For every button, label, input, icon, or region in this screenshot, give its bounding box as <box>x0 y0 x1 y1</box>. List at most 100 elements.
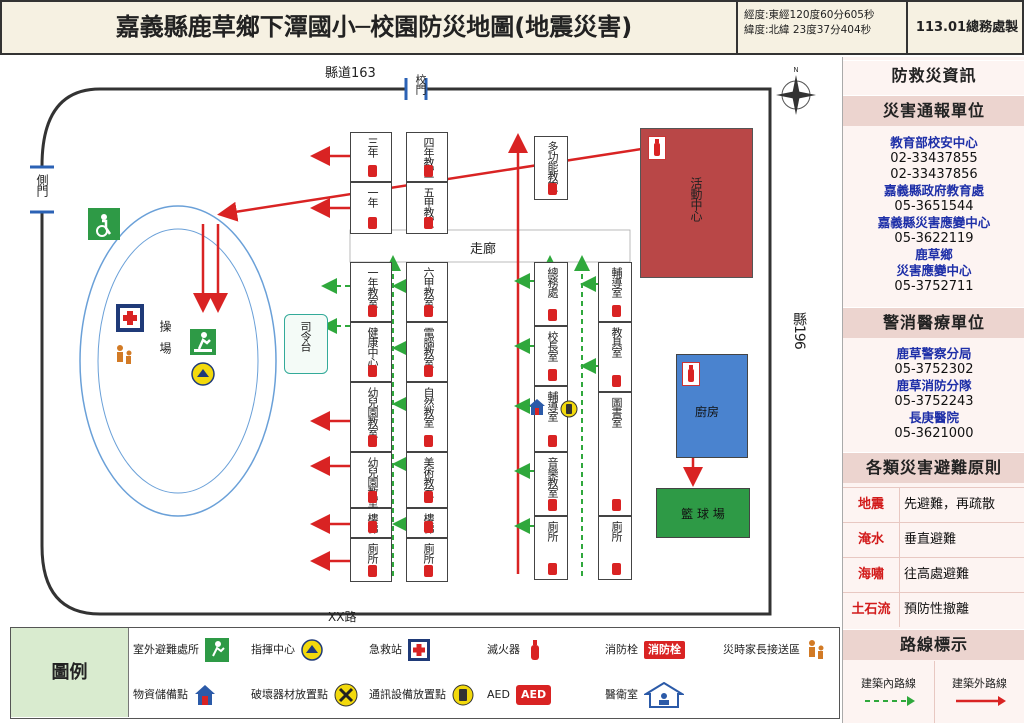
legend-title: 圖例 <box>11 628 129 717</box>
parent-pickup-icon <box>806 639 826 661</box>
classroom-label: 輔導室 <box>610 267 623 297</box>
contact-line: 05-3752302 <box>894 362 974 377</box>
classroom-label: 校長室 <box>546 331 559 361</box>
legend-item-label: AED <box>487 688 510 701</box>
classroom-label: 廁所 <box>366 543 379 563</box>
classroom: 美術教室 <box>406 452 448 508</box>
classroom: 幼兒園教室 <box>350 452 392 508</box>
legend-item-label: 破壞器材放置點 <box>251 688 328 701</box>
contact-line: 05-3752243 <box>894 394 974 409</box>
report-units-heading: 災害通報單位 <box>843 95 1024 126</box>
legend-item-label: 急救站 <box>369 643 402 656</box>
principle-row: 土石流預防性撤離 <box>843 592 1024 627</box>
fire-extinguisher-icon <box>424 305 433 317</box>
contact-line: 教育部校安中心 <box>890 135 978 150</box>
fire-hydrant-icon: 消防栓 <box>644 641 685 659</box>
classroom-label: 圖書室 <box>610 397 623 427</box>
contact-line: 02-33437856 <box>890 167 978 182</box>
legend-item: 室外避難處所 <box>133 628 249 672</box>
legend-item: 破壞器材放置點 <box>251 673 367 717</box>
basketball-court: 籃 球 場 <box>656 488 750 538</box>
fire-extinguisher-icon <box>548 369 557 381</box>
classroom: 輔導室 <box>534 386 568 452</box>
contact-line: 05-3651544 <box>894 199 974 214</box>
fire-extinguisher-icon <box>548 309 557 321</box>
green-dashed-arrow-icon <box>865 696 915 706</box>
latitude-text: 緯度:北緯 23度37分404秒 <box>744 24 872 36</box>
fire-extinguisher-icon <box>548 183 557 195</box>
legend-item-label: 室外避難處所 <box>133 643 199 656</box>
contact-line: 05-3622119 <box>894 231 974 246</box>
legend-item: 急救站 <box>369 628 485 672</box>
kitchen-label: 廚房 <box>695 405 720 419</box>
contact-line: 鹿草鄉 <box>915 247 953 262</box>
side-gate-label: 側門 <box>35 174 49 196</box>
fire-extinguisher-icon <box>368 491 377 503</box>
accessible-evacuation-icon <box>88 208 120 240</box>
page-title: 嘉義縣鹿草鄉下潭國小─校園防災地圖(地震災害) <box>115 13 633 41</box>
fire-extinguisher-icon <box>368 365 377 377</box>
classroom: 健康中心 <box>350 322 392 382</box>
classroom: 一年 <box>350 182 392 234</box>
classroom-label: 輔導室 <box>546 391 559 421</box>
legend-item: 通訊設備放置點 <box>369 673 485 717</box>
fire-extinguisher-icon <box>648 136 666 160</box>
svg-text:N: N <box>793 66 798 74</box>
disaster-principle: 往高處避難 <box>899 558 1024 592</box>
route-outer-legend: 建築外路線 <box>934 661 1024 723</box>
classroom-label: 廁所 <box>422 543 435 563</box>
classroom: 電腦教室 <box>406 322 448 382</box>
fire-extinguisher-icon <box>612 563 621 575</box>
legend-item: 滅火器 <box>487 628 603 672</box>
classroom: 多功能教室 <box>534 136 568 200</box>
fire-extinguisher-icon <box>612 375 621 387</box>
longitude-text: 經度:東經120度60分605秒 <box>744 9 875 21</box>
classroom-label: 電腦教室 <box>422 327 435 367</box>
red-arrow-icon <box>956 696 1006 706</box>
disaster-principle: 預防性撤離 <box>899 593 1024 627</box>
classroom: 樓梯 <box>350 508 392 538</box>
disaster-name: 淹水 <box>857 532 884 547</box>
outdoor-shelter-icon <box>205 638 229 662</box>
classroom: 音樂教室 <box>534 452 568 516</box>
disaster-name: 土石流 <box>851 602 891 617</box>
classroom: 圖書室 <box>598 392 632 516</box>
principle-row: 地震先避難，再疏散 <box>843 487 1024 522</box>
legend-item-label: 滅火器 <box>487 643 520 656</box>
classroom-label: 廁所 <box>546 521 559 541</box>
legend-item: 災時家長接送區 <box>723 628 839 672</box>
contact-line: 02-33437855 <box>890 151 978 166</box>
classroom: 廁所 <box>598 516 632 580</box>
front-gate-label: 校門 <box>414 74 427 94</box>
fire-extinguisher-icon <box>424 165 433 177</box>
field-label: 操 場 <box>158 320 172 353</box>
legend-item-label: 消防栓 <box>605 643 638 656</box>
fire-extinguisher-icon <box>548 435 557 447</box>
first-aid-icon <box>116 304 144 332</box>
stage-label: 司令台 <box>299 321 312 351</box>
classroom-label: 教具室 <box>610 327 623 357</box>
supply-storage-icon <box>194 684 216 706</box>
side-gate-mark <box>34 166 50 212</box>
route-heading: 路線標示 <box>843 629 1024 660</box>
fire-extinguisher-icon <box>424 435 433 447</box>
classroom-label: 多功能教室 <box>546 141 559 191</box>
principle-row: 淹水垂直避難 <box>843 522 1024 557</box>
legend-item: 消防栓消防栓 <box>605 628 721 672</box>
contact-line: 鹿草警察分局 <box>896 346 972 361</box>
fire-extinguisher-icon <box>424 565 433 577</box>
classroom-label: 健康中心 <box>366 327 379 367</box>
stage: 司令台 <box>284 314 328 374</box>
classroom-label: 總務處 <box>546 267 559 297</box>
command-center-icon <box>301 639 323 661</box>
campus-map: N <box>0 56 842 624</box>
parent-pickup-icon <box>114 344 134 366</box>
legend-item-label: 災時家長接送區 <box>723 643 800 656</box>
classroom-label: 一年教室 <box>366 267 379 307</box>
health-room-icon <box>642 681 686 708</box>
map-svg: N <box>30 66 816 616</box>
coordinates: 經度:東經120度60分605秒 緯度:北緯 23度37分404秒 <box>740 8 910 50</box>
classroom: 總務處 <box>534 262 568 326</box>
classroom: 樓梯 <box>406 508 448 538</box>
